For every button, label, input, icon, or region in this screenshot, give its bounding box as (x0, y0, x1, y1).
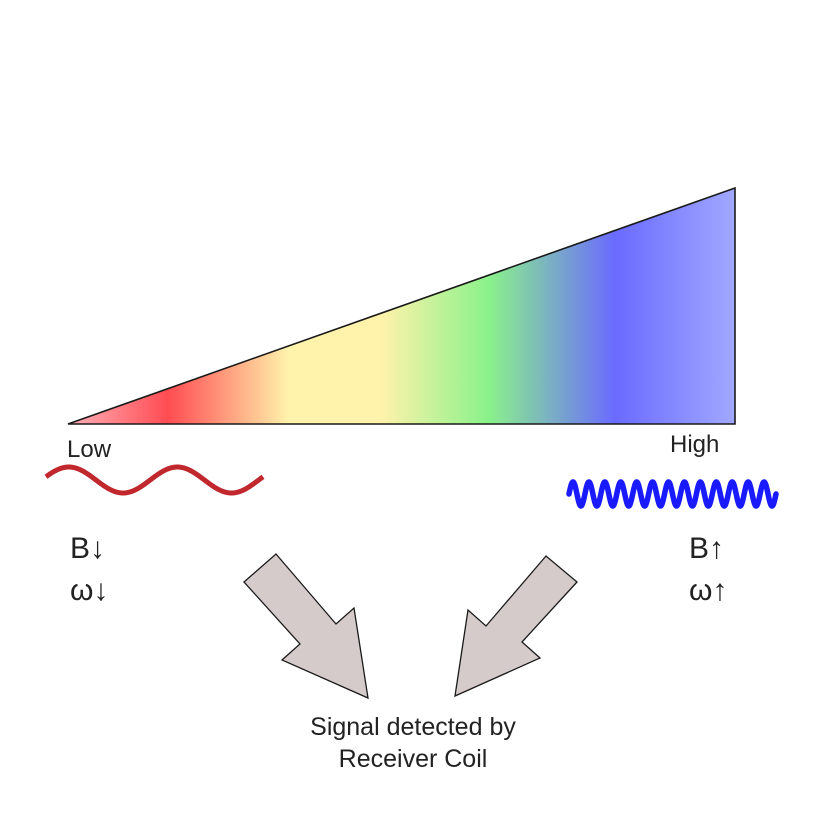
high-field-label: B↑ (689, 532, 724, 565)
high-label: High (670, 431, 719, 458)
left-arrow (243, 553, 369, 700)
right-arrow (454, 555, 578, 698)
high-frequency-label: ω↑ (689, 574, 727, 607)
low-field-label: B↓ (70, 532, 105, 565)
low-frequency-wave (44, 464, 265, 496)
caption-line-1: Signal detected by (310, 713, 516, 741)
low-frequency-label: ω↓ (70, 574, 108, 607)
gradient-ramp-triangle (67, 186, 736, 425)
low-label: Low (67, 436, 112, 463)
caption-line-2: Receiver Coil (339, 745, 488, 773)
high-frequency-wave (566, 479, 779, 509)
